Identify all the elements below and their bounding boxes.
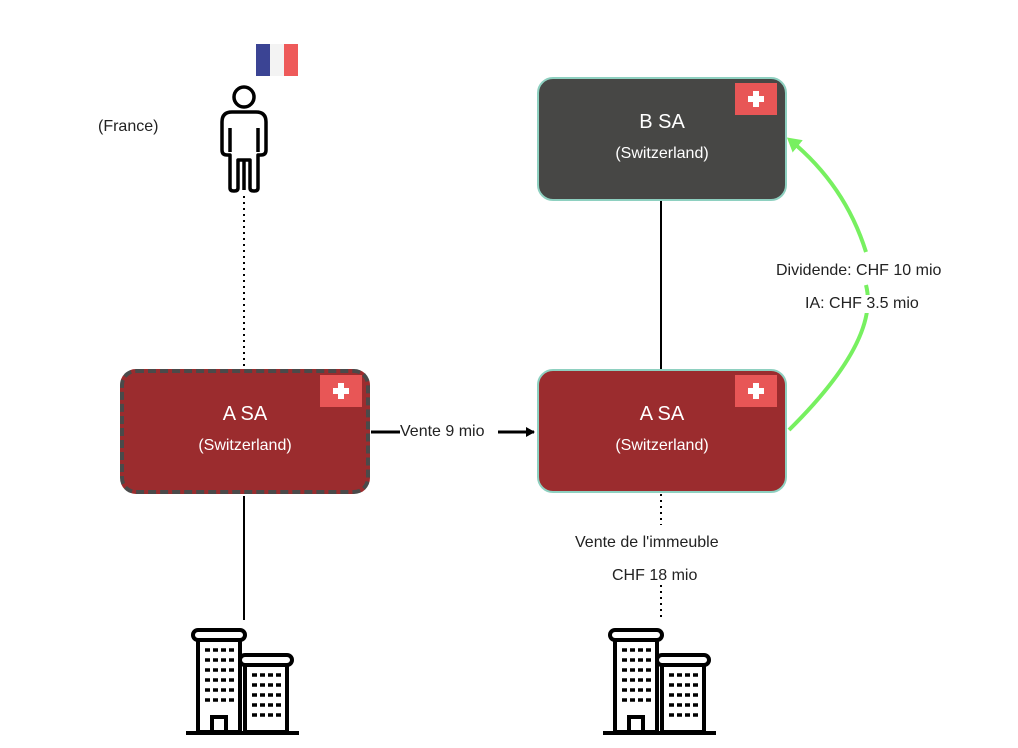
ia-label: IA: CHF 3.5 mio bbox=[805, 295, 919, 313]
building-sale-amount: CHF 18 mio bbox=[612, 567, 698, 585]
node-country: (Switzerland) bbox=[615, 437, 709, 454]
france-flag-icon bbox=[256, 44, 298, 76]
swiss-flag-icon bbox=[735, 375, 777, 407]
building-icon-right bbox=[603, 628, 716, 735]
dividend-arrow-head-segment bbox=[786, 137, 868, 253]
swiss-flag-icon bbox=[735, 83, 777, 115]
node-b-sa[interactable]: B SA (Switzerland) bbox=[537, 77, 787, 201]
sale-label: Vente 9 mio bbox=[400, 423, 485, 441]
person-country-label: (France) bbox=[98, 118, 159, 135]
swiss-flag-icon bbox=[320, 375, 362, 407]
node-country: (Switzerland) bbox=[198, 437, 292, 454]
node-name: A SA bbox=[222, 403, 268, 425]
node-a-sa-right[interactable]: A SA (Switzerland) bbox=[537, 369, 787, 493]
node-name: A SA bbox=[639, 403, 685, 425]
dividend-label: Dividende: CHF 10 mio bbox=[776, 262, 942, 280]
node-a-sa-left[interactable]: A SA (Switzerland) bbox=[120, 369, 370, 494]
building-icon-left bbox=[186, 628, 299, 735]
person-icon bbox=[220, 85, 268, 193]
node-country: (Switzerland) bbox=[615, 145, 709, 162]
building-sale-label: Vente de l'immeuble bbox=[575, 534, 719, 552]
node-name: B SA bbox=[639, 111, 685, 133]
